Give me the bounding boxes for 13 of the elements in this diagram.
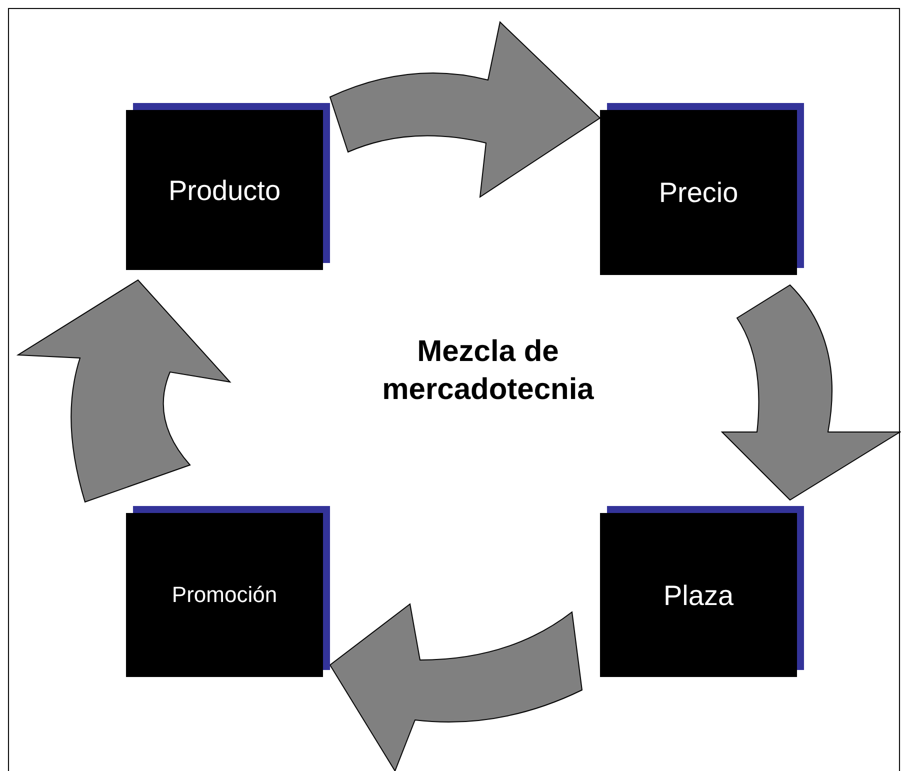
curved-block-arrow: [330, 604, 582, 771]
process-box: [600, 110, 797, 275]
curved-block-arrow: [722, 284, 900, 500]
box-label: Precio: [658, 176, 738, 210]
box-label: Plaza: [663, 578, 734, 612]
process-box: [126, 513, 323, 677]
box-label: Producto: [168, 174, 281, 208]
box-label: Promoción: [172, 581, 278, 609]
process-box: [126, 110, 323, 270]
process-box: [600, 513, 797, 677]
curved-block-arrow: [18, 280, 230, 502]
curved-block-arrow: [330, 22, 600, 198]
center-title: Mezcla de mercadotecnia: [381, 334, 595, 408]
